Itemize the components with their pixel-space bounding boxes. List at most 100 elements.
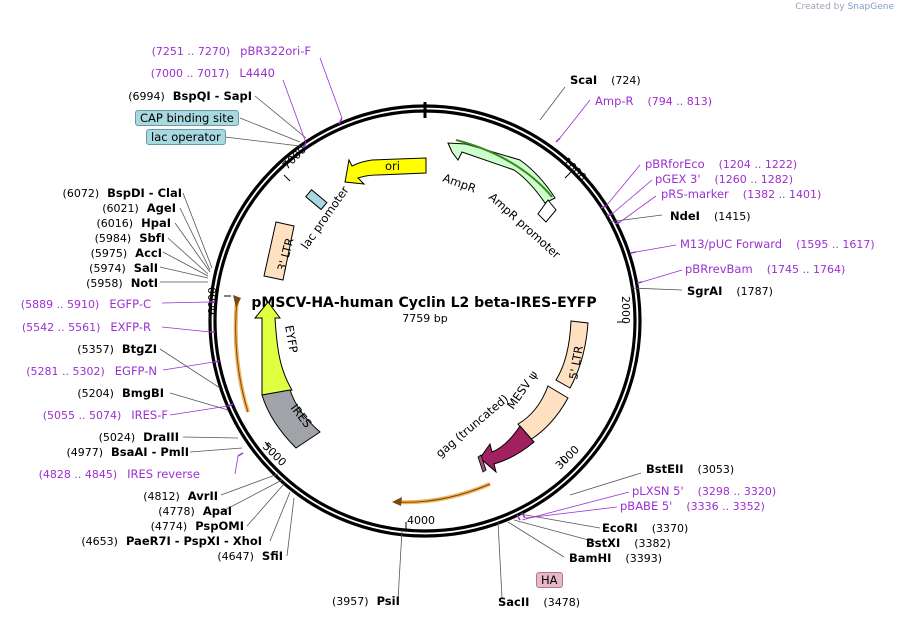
site-pos: (4653) <box>81 535 118 548</box>
ires-feature[interactable] <box>261 389 321 449</box>
site-name: AvrII <box>187 489 218 503</box>
site-ndei[interactable]: NdeI (1415) <box>670 209 751 224</box>
primer-name: M13/pUC Forward <box>680 237 783 251</box>
primer-range: (7000 .. 7017) <box>150 67 230 80</box>
credit-brand: SnapGene <box>847 2 894 12</box>
primer-range: (5055 .. 5074) <box>42 409 122 422</box>
primer-name: Amp-R <box>595 94 634 108</box>
site-clai[interactable]: (6072)BspDI - ClaI <box>63 186 182 201</box>
ha-box[interactable]: HA <box>536 572 563 588</box>
tick-2000: 2000 <box>619 296 632 324</box>
site-agei[interactable]: (6021)AgeI <box>102 201 176 216</box>
primer-pbabe5[interactable]: pBABE 5'(3336 .. 3352) <box>620 499 765 514</box>
site-apai[interactable]: (4778)ApaI <box>158 504 232 519</box>
site-pos: (6021) <box>102 202 139 215</box>
site-pos: (5204) <box>77 387 114 400</box>
primer-range: (1260 .. 1282) <box>714 173 794 186</box>
site-name: ScaI <box>570 73 598 87</box>
lac-operator-box[interactable]: lac operator <box>146 129 226 145</box>
primer-prs-marker[interactable]: pRS-marker(1382 .. 1401) <box>661 187 821 202</box>
ampr-promoter-feature[interactable] <box>447 142 556 204</box>
site-sgrai[interactable]: SgrAI(1787) <box>687 284 773 299</box>
site-name: AccI <box>135 246 162 260</box>
site-name: BspDI - ClaI <box>107 186 182 200</box>
gag-feature[interactable] <box>479 425 535 474</box>
tick-mark <box>264 441 272 449</box>
site-pos: (5984) <box>94 232 132 245</box>
site-sacii[interactable]: SacII(3478) <box>498 595 580 610</box>
primer-l4440[interactable]: (7000 .. 7017)L4440 <box>151 66 275 81</box>
lac-operator-mark[interactable] <box>305 189 328 211</box>
eyfp-feature[interactable] <box>253 301 293 396</box>
site-name: SacII <box>498 595 530 609</box>
ltr5-text: 5' LTR <box>566 345 586 381</box>
primer-range: (1595 .. 1617) <box>796 238 875 251</box>
site-name: BamHI <box>569 551 612 565</box>
primer-ires-f[interactable]: (5055 .. 5074) IRES-F <box>43 408 168 423</box>
primer-marks <box>210 117 643 521</box>
site-bsaai[interactable]: (4977)BsaAI - PmlI <box>66 445 189 460</box>
primer-pbrrevbam[interactable]: pBRrevBam(1745 .. 1764) <box>685 262 845 277</box>
tick-label: 6000 <box>206 287 219 315</box>
site-name: BsaAI - PmlI <box>111 445 189 459</box>
site-pos: (3393) <box>625 552 662 565</box>
primer-egfp-c[interactable]: (5889 .. 5910)EGFP-C <box>21 297 151 312</box>
primer-pgex3[interactable]: pGEX 3'(1260 .. 1282) <box>655 172 793 187</box>
site-bstxi[interactable]: BstXI(3382) <box>586 536 671 551</box>
site-acci[interactable]: (5975)AccI <box>91 246 162 261</box>
primer-egfp-n[interactable]: (5281 .. 5302)EGFP-N <box>26 364 157 379</box>
site-pos: (1415) <box>713 210 751 223</box>
ltr5-feature[interactable] <box>555 320 589 389</box>
site-ecori[interactable]: EcoRI(3370) <box>602 521 688 536</box>
site-pspompi[interactable]: (4774)PspOMI <box>151 519 244 534</box>
site-paer7i[interactable]: (4653)PaeR7I - PspXI - XhoI <box>81 534 262 549</box>
site-pos: (5024) <box>98 431 136 444</box>
ori-label: ori <box>385 159 400 173</box>
site-sapi[interactable]: (6994)BspQI - SapI <box>128 89 252 104</box>
site-psii[interactable]: (3957)PsiI <box>332 594 400 609</box>
site-hpai[interactable]: (6016)HpaI <box>97 216 171 231</box>
site-sbfi[interactable]: (5984) SbfI <box>95 231 165 246</box>
ha-mark[interactable] <box>477 454 487 473</box>
primer-pbr322ori-f[interactable]: (7251 .. 7270)pBR322ori-F <box>152 44 311 59</box>
primer-ires-reverse[interactable]: (4828 .. 4845)IRES reverse <box>39 467 200 482</box>
site-name: HpaI <box>141 216 171 230</box>
site-avrii[interactable]: (4812)AvrII <box>143 489 218 504</box>
primer-range: (5281 .. 5302) <box>26 365 105 378</box>
primer-plxsn5[interactable]: pLXSN 5'(3298 .. 3320) <box>632 484 776 499</box>
primer-pbrforeco[interactable]: pBRforEco(1204 .. 1222) <box>645 157 797 172</box>
site-name: DraIII <box>143 430 179 444</box>
primer-exfp-r[interactable]: (5542 .. 5561)EXFP-R <box>22 320 151 335</box>
site-sali[interactable]: (5974)SalI <box>89 261 158 276</box>
primer-name: EXFP-R <box>110 320 151 334</box>
site-name: SfiI <box>261 549 283 563</box>
plasmid-length: 7759 bp <box>402 312 447 325</box>
site-name: BstXI <box>586 536 621 550</box>
primer-range: (5889 .. 5910) <box>20 298 100 311</box>
cap-binding-site-box[interactable]: CAP binding site <box>135 110 239 126</box>
site-scai[interactable]: ScaI(724) <box>570 73 641 88</box>
primer-range: (3336 .. 3352) <box>686 500 765 513</box>
tick-6000: 6000 <box>206 287 219 315</box>
primer-m13-fwd[interactable]: M13/pUC Forward (1595 .. 1617) <box>680 237 875 252</box>
primer-range: (1204 .. 1222) <box>718 158 798 171</box>
primer-range: (1382 .. 1401) <box>742 188 822 201</box>
primer-amp-r[interactable]: Amp-R(794 .. 813) <box>595 94 712 109</box>
site-draiii[interactable]: (5024) DraIII <box>99 430 179 445</box>
primer-name: pLXSN 5' <box>632 484 684 498</box>
site-name: NdeI <box>670 209 700 223</box>
ltr3-feature[interactable] <box>263 221 295 281</box>
site-bsteii[interactable]: BstEII(3053) <box>646 462 734 477</box>
primer-name: IRES-F <box>131 408 168 422</box>
site-bmgbi[interactable]: (5204)BmgBI <box>77 386 164 401</box>
ori-feature[interactable] <box>344 157 427 185</box>
site-pos: (5958) <box>86 277 123 290</box>
site-pos: (3370) <box>651 522 689 535</box>
site-btgzi[interactable]: (5357)BtgZI <box>77 342 157 357</box>
site-name: BstEII <box>646 462 684 476</box>
site-noti[interactable]: (5958)NotI <box>86 276 158 291</box>
site-sfii[interactable]: (4647)SfiI <box>217 549 283 564</box>
primer-name: IRES reverse <box>127 467 200 481</box>
site-bamhi[interactable]: BamHI (3393) <box>569 551 662 566</box>
site-name: SbfI <box>139 231 165 245</box>
